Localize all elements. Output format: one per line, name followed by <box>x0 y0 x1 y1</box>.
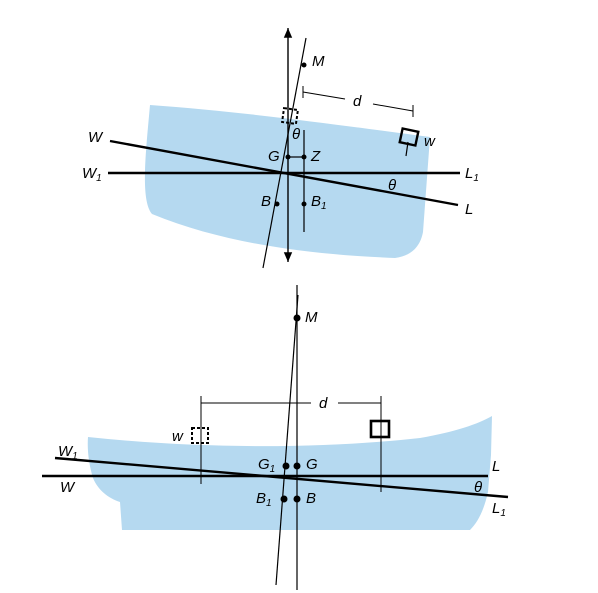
top-diagram: M d θ G Z B B1 W W1 L1 L θ w <box>82 28 479 269</box>
top-point-m <box>301 62 307 68</box>
bottom-label-w-weight: w <box>172 428 184 445</box>
top-inclined-axis <box>262 37 307 269</box>
bottom-label-d: d <box>319 395 328 412</box>
bottom-label-g: G <box>306 456 318 473</box>
bottom-point-g <box>293 462 301 470</box>
top-point-b <box>274 201 280 207</box>
bottom-label-w1: W1 <box>58 443 78 462</box>
top-label-theta-top: θ <box>292 126 300 143</box>
top-label-w-weight: w <box>424 133 436 150</box>
bottom-label-w: W <box>60 479 76 496</box>
top-label-m: M <box>312 53 325 70</box>
bottom-hull <box>87 416 492 530</box>
bottom-weight-box <box>369 419 391 439</box>
top-waterline-wl <box>109 139 459 207</box>
bottom-point-m <box>293 314 301 322</box>
bottom-weight-original-box <box>191 427 209 444</box>
top-label-l: L <box>465 201 473 218</box>
bottom-label-b1: B1 <box>256 490 272 509</box>
top-label-d: d <box>353 93 362 110</box>
top-label-b: B <box>261 193 271 210</box>
top-label-w: W <box>88 129 104 146</box>
bottom-waterline-w1l1 <box>54 456 509 499</box>
top-label-w1: W1 <box>82 165 102 184</box>
top-point-b1 <box>301 201 307 207</box>
top-label-b1: B1 <box>311 193 327 212</box>
bottom-point-g1 <box>282 462 290 470</box>
top-point-g <box>285 154 291 160</box>
top-label-z: Z <box>310 148 321 165</box>
bottom-label-l: L <box>492 458 500 475</box>
bottom-label-b: B <box>306 490 316 507</box>
bottom-diagram: M d w W1 W G1 G B1 B L θ L1 <box>42 285 509 590</box>
bottom-inclined-axis <box>275 294 299 586</box>
bottom-label-l1: L1 <box>492 500 506 519</box>
top-label-g: G <box>268 148 280 165</box>
bottom-label-m: M <box>305 309 318 326</box>
bottom-point-b1 <box>280 495 288 503</box>
top-weight-original-box <box>280 106 300 126</box>
top-point-z <box>301 154 307 160</box>
top-label-l1: L1 <box>465 165 479 184</box>
bottom-label-g1: G1 <box>258 456 275 475</box>
bottom-point-b <box>293 495 301 503</box>
top-label-theta-right: θ <box>388 177 396 194</box>
bottom-label-theta: θ <box>474 479 482 496</box>
